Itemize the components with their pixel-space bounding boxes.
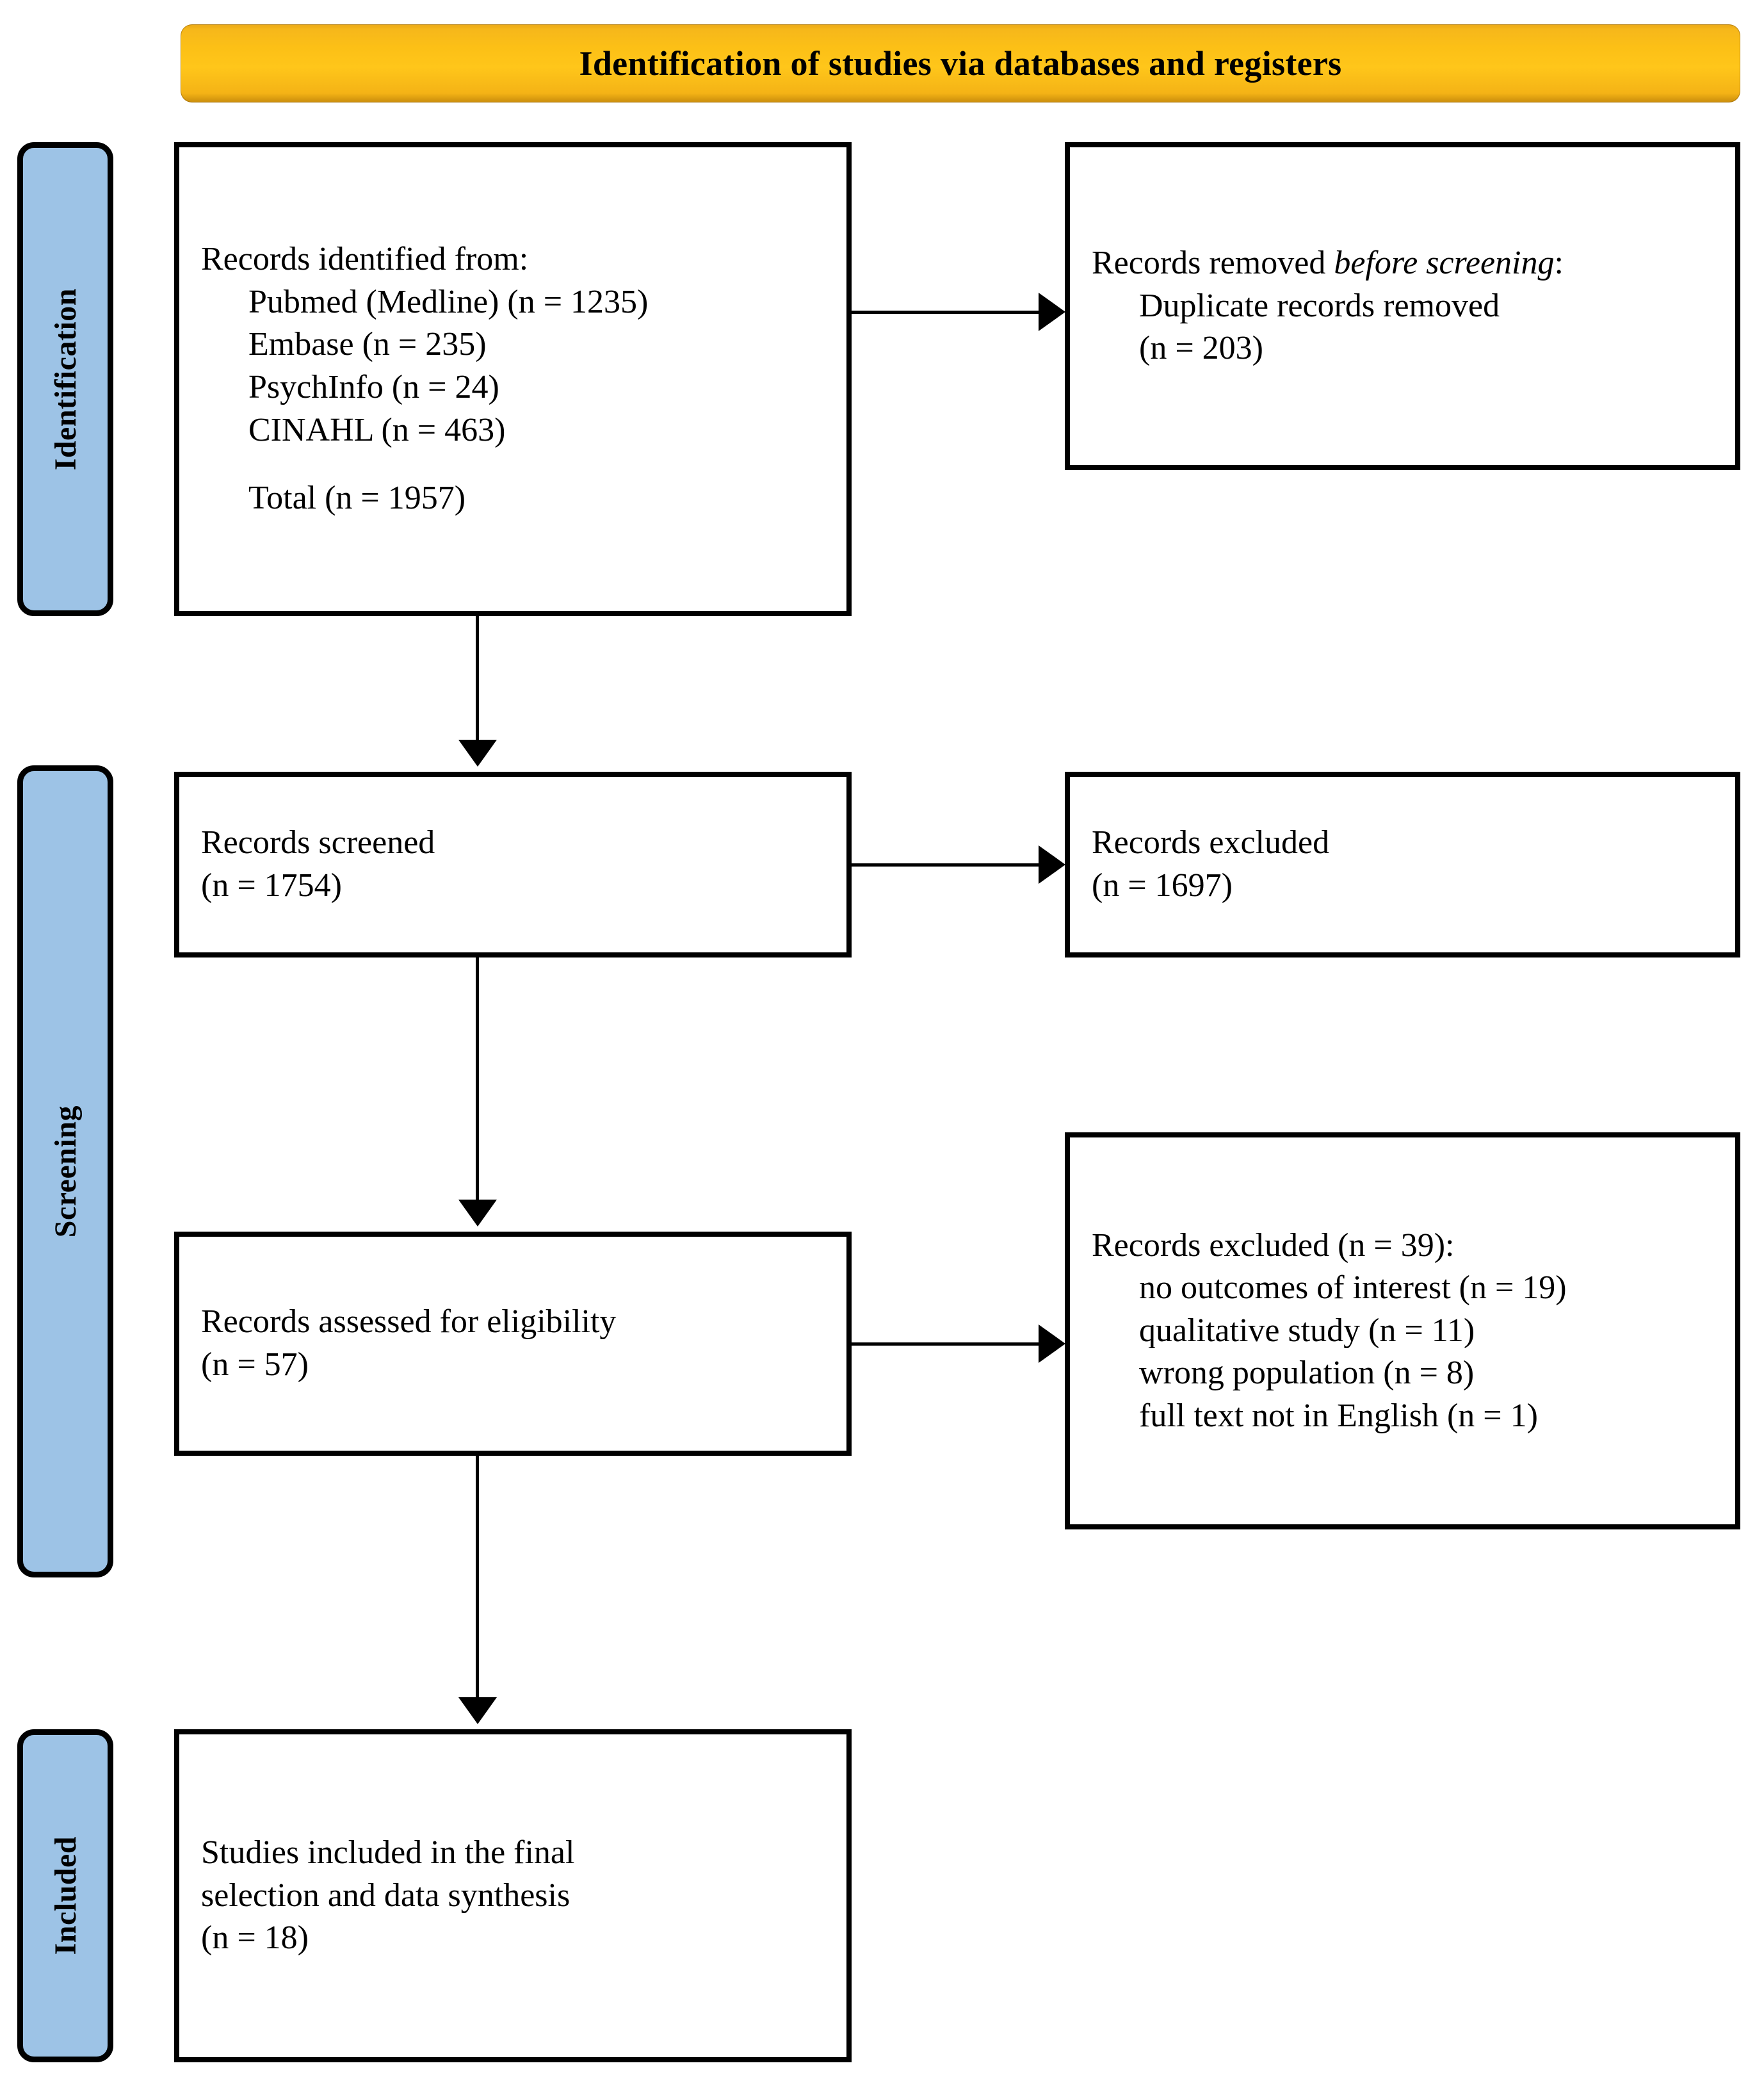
- source-pubmed-medline: Pubmed (Medline) (n = 1235): [248, 283, 649, 320]
- studies-included-label-line2: selection and data synthesis: [201, 1877, 570, 1914]
- stage-label-identification: Identification: [48, 288, 83, 471]
- diagram-title: Identification of studies via databases …: [579, 44, 1342, 83]
- records-excluded-eligibility-heading: Records excluded (n = 39):: [1092, 1226, 1455, 1264]
- records-identified-gap: [201, 452, 825, 477]
- stage-bar-identification: Identification: [17, 142, 113, 616]
- connector-identified-to-screened: [476, 616, 479, 743]
- stage-bar-included: Included: [17, 1729, 113, 2062]
- box-records-removed-before-screening: Records removed before screening: Duplic…: [1065, 142, 1740, 470]
- source-psychinfo: PsychInfo (n = 24): [248, 369, 499, 405]
- duplicate-records-removed-label: Duplicate records removed: [1139, 287, 1500, 324]
- exclusion-reason-not-english: full text not in English (n = 1): [1139, 1397, 1538, 1434]
- connector-screened-to-eligibility: [476, 957, 479, 1203]
- arrowhead-identified-to-screened: [458, 740, 497, 767]
- box-records-excluded-screening: Records excluded (n = 1697): [1065, 772, 1740, 957]
- box-records-assessed-eligibility: Records assessed for eligibility (n = 57…: [174, 1232, 852, 1456]
- records-assessed-count: (n = 57): [201, 1346, 309, 1383]
- arrowhead-screened-to-eligibility: [458, 1200, 497, 1226]
- studies-included-label-line1: Studies included in the final: [201, 1834, 575, 1871]
- connector-screened-to-excluded: [852, 863, 1044, 867]
- box-studies-included: Studies included in the final selection …: [174, 1729, 852, 2062]
- exclusion-reason-wrong-population: wrong population (n = 8): [1139, 1355, 1475, 1392]
- stage-bar-screening: Screening: [17, 765, 113, 1577]
- arrowhead-eligibility-to-excluded: [1039, 1324, 1065, 1363]
- source-embase: Embase (n = 235): [248, 326, 487, 363]
- records-identified-total: Total (n = 1957): [248, 480, 466, 517]
- studies-included-count: (n = 18): [201, 1919, 309, 1957]
- connector-eligibility-to-included: [476, 1456, 479, 1700]
- records-removed-heading: Records removed before screening:: [1092, 242, 1713, 285]
- records-removed-heading-suffix: :: [1554, 245, 1564, 282]
- connector-identified-to-removed: [852, 311, 1044, 314]
- duplicate-records-removed-count: (n = 203): [1139, 330, 1263, 367]
- stage-label-included: Included: [48, 1836, 83, 1955]
- box-records-identified: Records identified from: Pubmed (Medline…: [174, 142, 852, 616]
- source-cinahl: CINAHL (n = 463): [248, 411, 506, 448]
- arrowhead-eligibility-to-included: [458, 1697, 497, 1724]
- arrowhead-identified-to-removed: [1039, 293, 1065, 331]
- records-removed-heading-emphasis: before screening: [1334, 245, 1555, 282]
- stage-label-screening: Screening: [48, 1105, 83, 1238]
- box-records-excluded-eligibility: Records excluded (n = 39): no outcomes o…: [1065, 1132, 1740, 1529]
- arrowhead-screened-to-excluded: [1039, 845, 1065, 884]
- box-records-screened: Records screened (n = 1754): [174, 772, 852, 957]
- exclusion-reason-no-outcomes: no outcomes of interest (n = 19): [1139, 1269, 1567, 1307]
- records-screened-label: Records screened: [201, 824, 435, 861]
- records-removed-heading-prefix: Records removed: [1092, 245, 1334, 282]
- diagram-header-banner: Identification of studies via databases …: [181, 24, 1740, 102]
- records-excluded-screening-count: (n = 1697): [1092, 867, 1233, 904]
- connector-eligibility-to-excluded: [852, 1342, 1044, 1346]
- records-excluded-screening-label: Records excluded: [1092, 824, 1330, 861]
- records-assessed-label: Records assessed for eligibility: [201, 1303, 617, 1340]
- records-identified-heading: Records identified from:: [201, 241, 529, 278]
- records-screened-count: (n = 1754): [201, 867, 342, 904]
- exclusion-reason-qualitative-study: qualitative study (n = 11): [1139, 1312, 1475, 1349]
